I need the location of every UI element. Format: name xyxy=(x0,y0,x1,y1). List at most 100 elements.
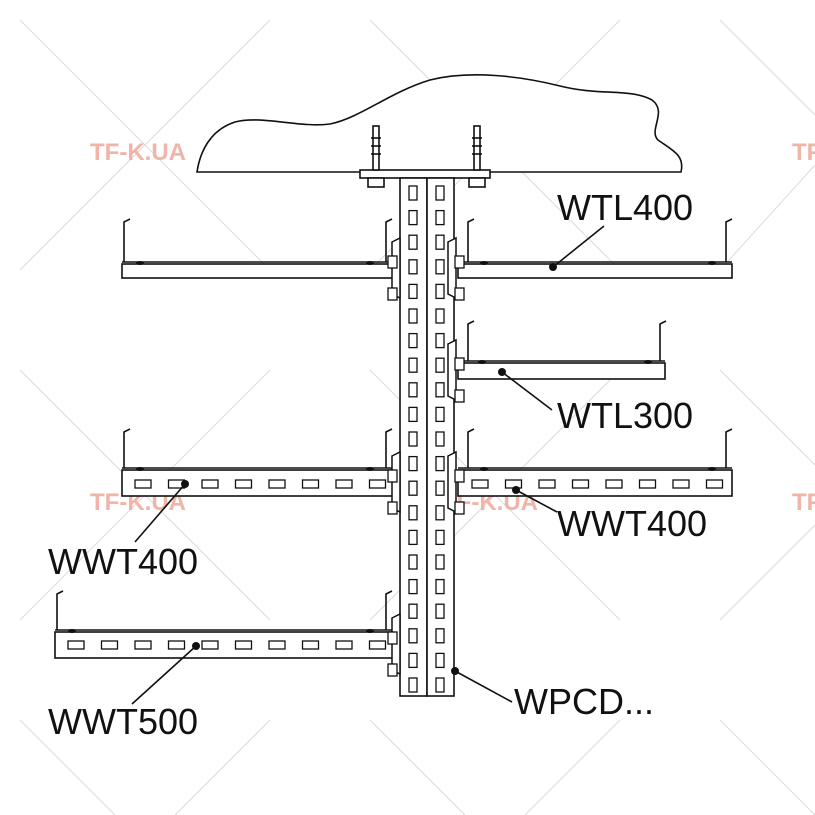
tray-hole xyxy=(504,479,523,489)
profile-slot xyxy=(435,652,445,669)
tray-hole xyxy=(368,640,387,650)
profile-slot xyxy=(435,628,445,644)
profile-slot xyxy=(435,382,445,398)
tray-hole xyxy=(100,640,119,650)
profile-slot xyxy=(408,677,418,693)
tray-wtl300-right xyxy=(457,320,667,380)
tray-hole xyxy=(201,479,219,489)
tray-hole xyxy=(268,640,286,650)
bracket-bolt xyxy=(387,663,398,677)
tray-hole xyxy=(605,479,623,489)
label-wwt500: WWT500 xyxy=(48,701,198,742)
bracket-bolt xyxy=(387,255,398,269)
watermark-text: TF-K.UA xyxy=(90,139,186,166)
ceiling-slab xyxy=(196,74,683,173)
tray-hole xyxy=(471,479,489,489)
tray-hole xyxy=(201,640,219,650)
tray-hole xyxy=(134,479,152,489)
tray-hole xyxy=(134,640,152,650)
bracket-bolt xyxy=(387,469,398,483)
profile-slot xyxy=(435,185,445,201)
profile-slot xyxy=(435,259,445,275)
callout-leaders xyxy=(131,225,605,705)
tray-hole xyxy=(301,479,320,489)
tray-wtl400-right xyxy=(457,218,733,279)
profile-slot xyxy=(408,554,418,570)
profile-slot xyxy=(408,505,418,521)
callout-dots xyxy=(181,263,557,675)
bracket-bolt xyxy=(454,501,465,515)
profile-slot xyxy=(435,209,445,226)
anchor-bolt-left xyxy=(367,125,385,188)
bracket-bolt xyxy=(387,501,398,515)
profile-slot xyxy=(408,209,418,226)
tray-hole xyxy=(234,640,253,650)
profile-slot xyxy=(435,554,445,570)
profile-slot xyxy=(435,603,445,619)
tray-hole xyxy=(705,479,724,489)
profile-slot xyxy=(435,529,445,546)
bracket-bolt xyxy=(454,389,465,403)
tray-wwt400-left xyxy=(121,428,398,497)
profile-slot xyxy=(435,234,445,250)
bracket-bolt xyxy=(454,357,465,371)
profile-slot xyxy=(408,357,418,373)
profile-slot xyxy=(408,185,418,201)
profile-slot xyxy=(435,455,445,472)
profile-slot xyxy=(435,677,445,693)
profile-slot xyxy=(408,480,418,496)
label-wwt400-left: WWT400 xyxy=(48,541,198,582)
tray-hole xyxy=(268,479,286,489)
bracket-bolt xyxy=(454,287,465,301)
watermark-text: TF-K.UA xyxy=(792,489,815,516)
label-wpcd: WPCD... xyxy=(514,681,654,722)
tray-hole xyxy=(301,640,320,650)
profile-slot xyxy=(435,283,445,300)
profile-slot xyxy=(408,455,418,472)
profile-slot xyxy=(435,357,445,373)
profile-slot xyxy=(408,603,418,619)
profile-slot xyxy=(435,431,445,447)
bracket-bolt xyxy=(387,287,398,301)
profile-slot xyxy=(408,578,418,595)
bracket-bolt xyxy=(454,255,465,269)
profile-slot xyxy=(435,578,445,595)
profile-slot xyxy=(435,480,445,496)
tray-hole xyxy=(538,479,556,489)
profile-slot xyxy=(408,628,418,644)
watermark-text: TF-K.UA xyxy=(792,139,815,166)
bracket-bolt xyxy=(387,631,398,645)
profile-slot xyxy=(408,529,418,546)
profile-slot xyxy=(435,406,445,423)
tray-hole xyxy=(167,640,186,650)
profile-slot xyxy=(408,259,418,275)
profile-slot xyxy=(408,406,418,423)
label-wtl300: WTL300 xyxy=(557,395,693,436)
vertical-profile-left xyxy=(399,177,428,697)
profile-slot xyxy=(408,283,418,300)
label-wtl400: WTL400 xyxy=(557,187,693,228)
tray-hole xyxy=(638,479,657,489)
tray-hole xyxy=(368,479,387,489)
tray-wtl400-left xyxy=(121,218,398,279)
tray-hole xyxy=(335,479,353,489)
profile-slot xyxy=(408,431,418,447)
tray-wwt500-left xyxy=(54,590,398,659)
label-wwt400-right: WWT400 xyxy=(557,503,707,544)
profile-slot xyxy=(435,505,445,521)
tray-hole xyxy=(335,640,353,650)
mounting-plate xyxy=(359,169,491,179)
bracket-bolt xyxy=(454,469,465,483)
anchor-bolt-right xyxy=(468,125,486,188)
tray-wwt400-right xyxy=(457,428,733,497)
profile-slot xyxy=(408,652,418,669)
profile-slot xyxy=(435,308,445,324)
profile-slot xyxy=(408,308,418,324)
profile-slot xyxy=(408,382,418,398)
tray-hole xyxy=(234,479,253,489)
tray-hole xyxy=(571,479,590,489)
tray-hole xyxy=(67,640,85,650)
profile-slot xyxy=(435,332,445,349)
tray-hole xyxy=(672,479,690,489)
